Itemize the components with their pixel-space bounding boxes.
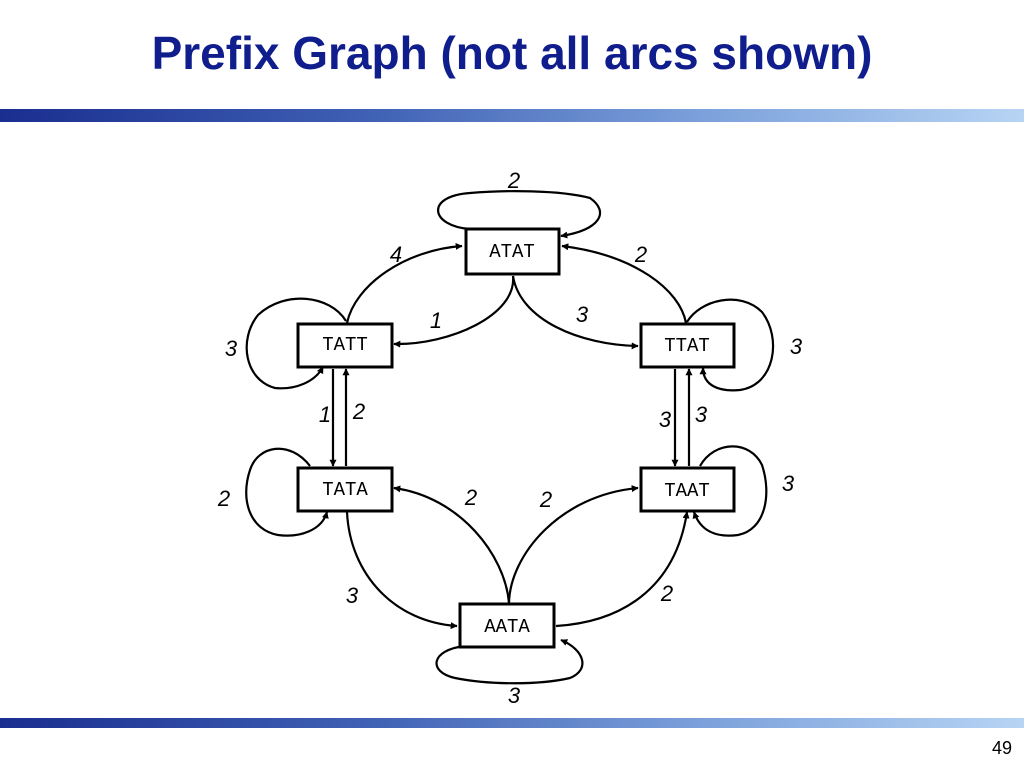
edge-ttat-self-loop [686, 298, 775, 392]
weight-atat-to-ttat: 3 [576, 302, 589, 327]
weight-ttat-to-atat: 2 [634, 242, 647, 267]
edge-group [245, 190, 775, 685]
weight-tata-self: 2 [217, 486, 230, 511]
footer-divider [0, 718, 1024, 728]
weight-aata-to-tata: 2 [464, 485, 477, 510]
edge-tata-to-aata [345, 511, 458, 630]
weight-atat-self: 2 [507, 168, 520, 193]
edge-atat-self-loop [437, 190, 602, 239]
slide-title: Prefix Graph (not all arcs shown) [151, 27, 873, 79]
node-label: TAAT [664, 480, 710, 502]
edge-aata-self-loop [435, 638, 584, 685]
weight-aata-self: 3 [508, 683, 521, 708]
node-ttat: TTAT [639, 322, 736, 369]
weight-taat-to-ttat: 3 [695, 402, 708, 427]
edge-atat-to-tatt [393, 275, 515, 348]
edge-aata-to-taat [507, 485, 639, 604]
weight-tatt-to-atat: 4 [390, 242, 402, 267]
node-taat: TAAT [639, 466, 736, 513]
weight-aata-to-taat: 2 [539, 487, 552, 512]
edge-ttat-to-atat [561, 243, 688, 324]
weight-atat-to-tatt: 1 [430, 308, 442, 333]
node-label: TATA [322, 479, 368, 501]
node-label: TATT [322, 334, 368, 356]
edge-tatt-to-atat [345, 242, 463, 324]
weight-tatt-self: 3 [225, 336, 238, 361]
edge-atat-to-ttat [511, 275, 639, 350]
edge-tatt-self-loop [245, 297, 347, 390]
title-divider [0, 109, 1024, 122]
edge-aata-to-tata [393, 485, 511, 604]
weight-tatt-to-tata: 1 [319, 402, 331, 427]
edge-tata-self-loop [245, 447, 329, 537]
node-tata: TATA [296, 466, 394, 513]
weight-tata-to-aata: 3 [346, 583, 359, 608]
node-tatt: TATT [296, 322, 394, 369]
node-label: AATA [484, 616, 530, 638]
weight-aata-to-taat-lower: 2 [660, 581, 673, 606]
edge-aata-to-taat-lower [555, 511, 690, 628]
node-label: TTAT [664, 335, 710, 357]
weight-taat-self: 3 [782, 471, 795, 496]
edge-taat-self-loop [692, 445, 768, 537]
weight-ttat-self: 3 [790, 334, 803, 359]
weight-ttat-to-taat: 3 [659, 407, 672, 432]
page-number: 49 [991, 738, 1012, 758]
node-aata: AATA [458, 602, 556, 649]
edge-weight-labels: 2 4 2 1 3 3 3 1 2 3 3 2 3 2 2 3 2 3 [217, 168, 803, 708]
node-atat: ATAT [464, 227, 561, 276]
node-label: ATAT [489, 241, 535, 263]
weight-tata-to-tatt: 2 [352, 399, 365, 424]
